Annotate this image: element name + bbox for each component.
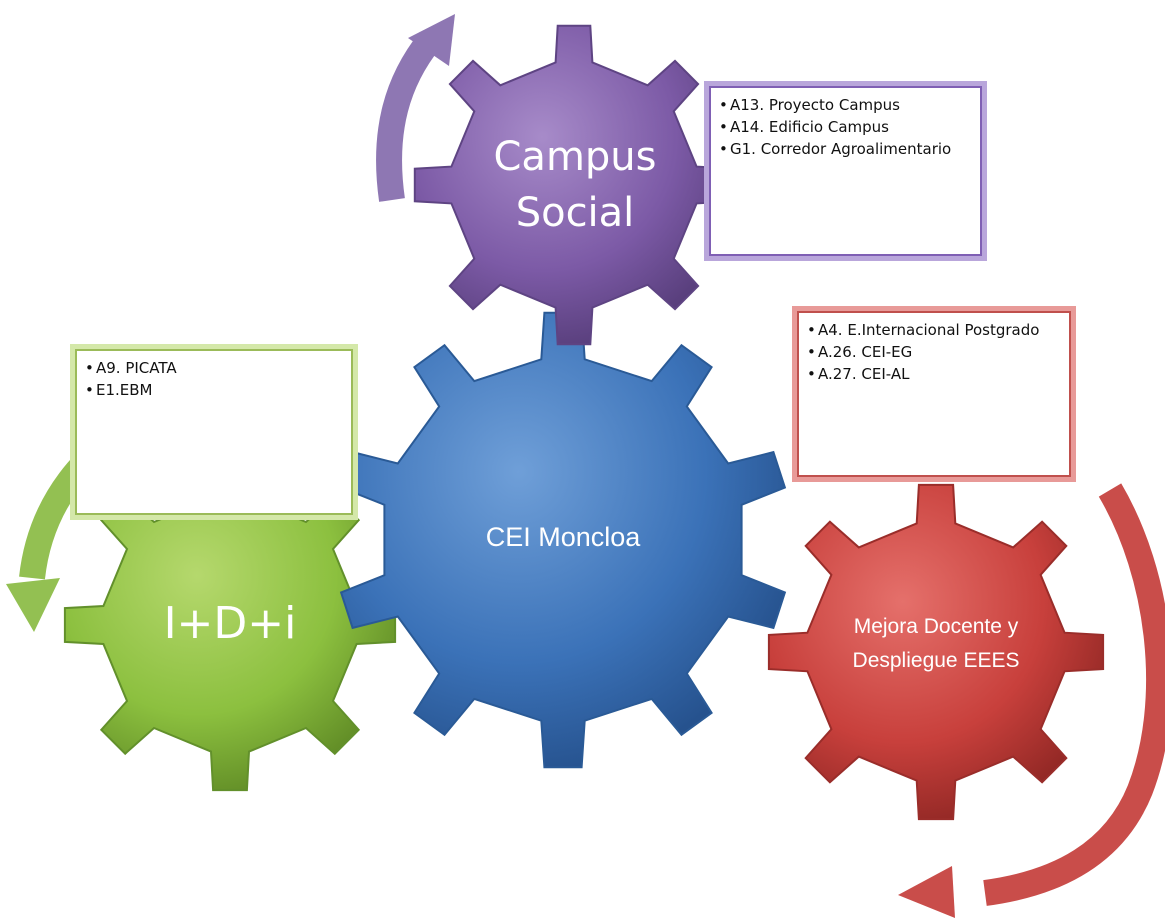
purple-arrowhead-icon — [408, 14, 455, 66]
list-item: A14. Edificio Campus — [719, 116, 972, 138]
list-item: E1.EBM — [85, 379, 343, 401]
list-item: A4. E.Internacional Postgrado — [807, 319, 1061, 341]
purple-arrow-icon — [376, 31, 441, 202]
list-item: A.27. CEI-AL — [807, 363, 1061, 385]
mejora-docente-box: A4. E.Internacional Postgrado A.26. CEI-… — [792, 306, 1076, 482]
cei-moncloa-label: CEI Moncloa — [486, 522, 642, 552]
list-item: G1. Corredor Agroalimentario — [719, 138, 972, 160]
list-item: A.26. CEI-EG — [807, 341, 1061, 363]
mejora-docente-gear — [767, 483, 1105, 821]
red-arrow-icon — [983, 483, 1165, 906]
i-d-i-box: A9. PICATA E1.EBM — [70, 344, 358, 520]
campus-social-label-line2: Social — [516, 190, 635, 236]
campus-social-box: A13. Proyecto Campus A14. Edificio Campu… — [704, 81, 987, 261]
red-arrowhead-icon — [898, 866, 955, 918]
list-item: A13. Proyecto Campus — [719, 94, 972, 116]
i-d-i-label: I+D+i — [164, 598, 297, 649]
mejora-docente-label-line2: Despliegue EEES — [853, 649, 1020, 672]
campus-social-gear — [413, 24, 735, 346]
green-arrowhead-icon — [6, 578, 60, 632]
campus-social-label-line1: Campus — [494, 134, 657, 180]
mejora-docente-label-line1: Mejora Docente y — [854, 615, 1019, 638]
list-item: A9. PICATA — [85, 357, 343, 379]
